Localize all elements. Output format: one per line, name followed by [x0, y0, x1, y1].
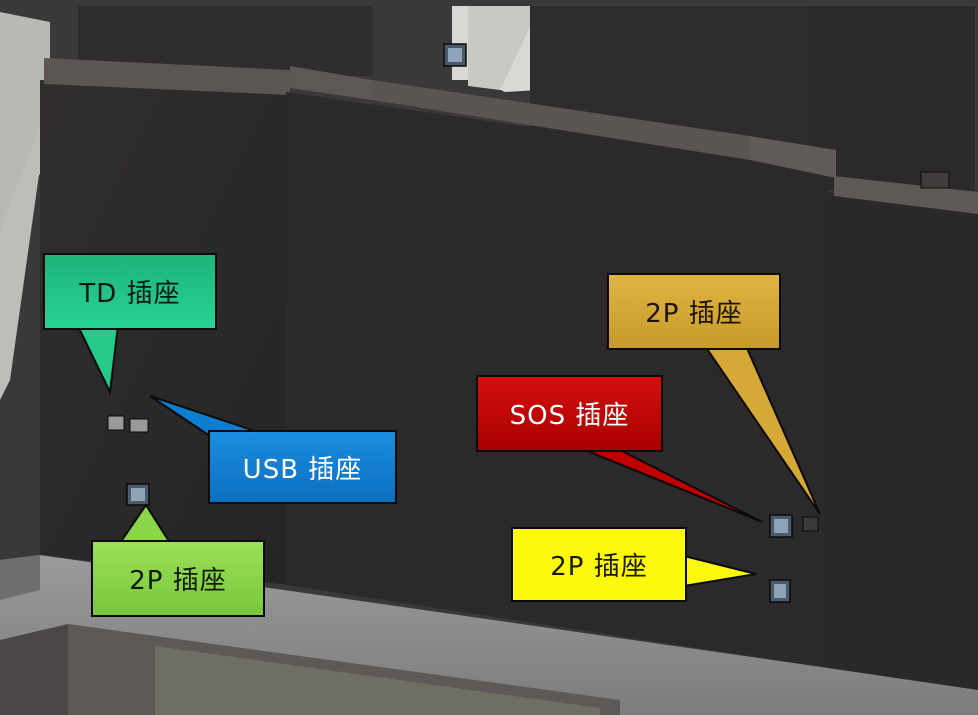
callout-td-label: TD 插座	[79, 279, 181, 309]
callout-td-socket: TD 插座	[43, 253, 217, 330]
callout-sos-socket: SOS 插座	[476, 375, 663, 452]
callout-2p-socket-yellow: 2P 插座	[511, 527, 687, 602]
callout-2p-yellow-label: 2P 插座	[550, 552, 648, 582]
outlet-td-plates	[107, 415, 149, 433]
callout-usb-label: USB 插座	[242, 454, 363, 485]
wall-right-segment	[828, 171, 978, 690]
callout-2p-socket-gold: 2P 插座	[607, 273, 781, 350]
outlet-top-doorway	[443, 43, 467, 67]
callout-pointers	[76, 325, 821, 588]
outlet-left-2p	[126, 483, 150, 506]
callout-2p-gold-label: 2P 插座	[645, 299, 743, 329]
outlet-right-2p	[769, 579, 791, 603]
outlet-right-sos	[769, 514, 819, 538]
callout-sos-label: SOS 插座	[509, 401, 630, 431]
callout-2p-green-label: 2P 插座	[129, 566, 227, 596]
callout-usb-socket: USB 插座	[208, 430, 397, 504]
callout-2p-socket-green: 2P 插座	[91, 540, 265, 617]
